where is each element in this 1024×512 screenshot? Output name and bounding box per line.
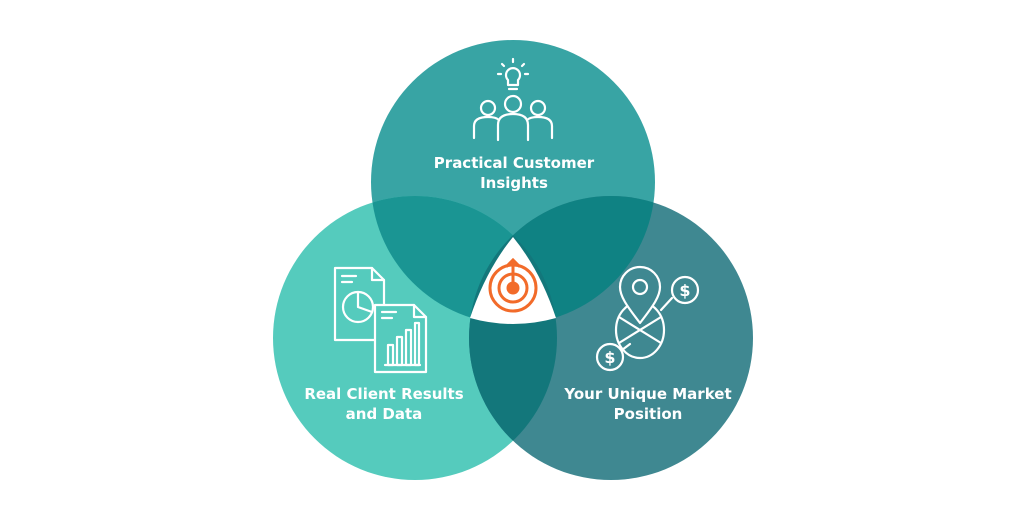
team-idea-icon [472, 57, 554, 142]
label-line: Practical Customer [433, 154, 595, 172]
overlap-top-left [371, 196, 557, 324]
market-location-icon: $ $ [595, 265, 700, 372]
label-line: Insights [480, 174, 548, 192]
circle-label-unique-market-position: Your Unique Market Position [538, 384, 758, 424]
label-line: Real Client Results [304, 385, 464, 403]
circle-label-real-client-results: Real Client Results and Data [274, 384, 494, 424]
circle-label-practical-customer-insights: Practical Customer Insights [404, 153, 624, 193]
label-line: and Data [345, 405, 423, 423]
reports-charts-icon [333, 266, 428, 374]
svg-text:$: $ [679, 281, 690, 300]
target-icon [488, 257, 538, 313]
label-line: Position [613, 405, 683, 423]
svg-text:$: $ [604, 348, 615, 367]
label-line: Your Unique Market [564, 385, 732, 403]
overlap-top-right [469, 196, 655, 324]
